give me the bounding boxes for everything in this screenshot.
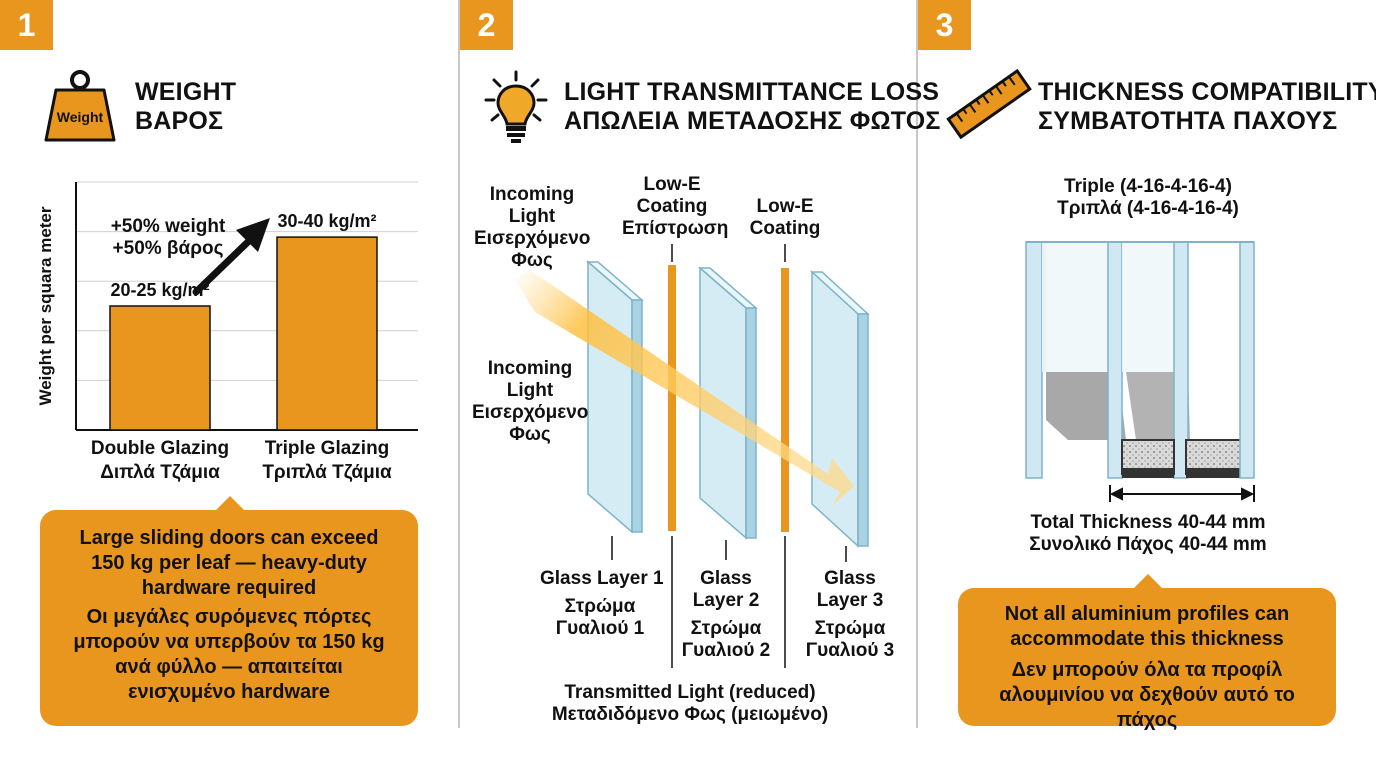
thickness-panel: 3 THICKNESS COMPATIBILITY ΣΥΜΒΑΤΟΤΗΤΑ ΠΑ…: [918, 0, 1376, 768]
bar-1: [109, 305, 211, 431]
weight-annotation: +50% weight +50% βάρος: [98, 216, 238, 260]
category-label-2: Triple Glazing: [265, 438, 390, 459]
increase-arrow: [192, 234, 256, 296]
light-title-en: LIGHT TRANSMITTANCE LOSS: [564, 78, 940, 106]
light-title-gr: ΑΠΩΛΕΙΑ ΜΕΤΑΔΟΣΗΣ ΦΩΤΟΣ: [564, 107, 941, 135]
triple-spec-label: Triple (4-16-4-16-4) Τριπλά (4-16-4-16-4…: [1057, 176, 1239, 219]
thickness-callout-en: Not all aluminium profiles can accommoda…: [1004, 603, 1290, 650]
low-e-coating-1: [668, 265, 676, 531]
glass-layer-3-label: Glass Layer 3 Στρώμα Γυαλιού 3: [805, 568, 895, 661]
glass-layer-1: [585, 260, 645, 534]
thickness-title-en: THICKNESS COMPATIBILITY: [1038, 78, 1376, 106]
data-label-1: 20-25 kg/m²: [110, 280, 209, 300]
weight-bar-chart: Weight per squara meter 20-25 kg/m² Double…: [36, 181, 418, 483]
weight-icon: Weight: [44, 70, 116, 142]
thickness-title-gr: ΣΥΜΒΑΤΟΤΗΤΑ ΠΑΧΟΥΣ: [1038, 107, 1338, 135]
incoming-light-label-top: Incoming Light Εισερχόμενο Φως: [474, 184, 591, 271]
panel-divider-2: [916, 0, 918, 728]
glass-layers-diagram: [515, 244, 870, 668]
weight-title-gr: ΒΑΡΟΣ: [135, 107, 224, 135]
weight-callout: Large sliding doors can exceed 150 kg pe…: [40, 496, 418, 726]
weight-icon-label: Weight: [57, 109, 104, 125]
weight-annotation-gr: +50% βάρος: [112, 238, 224, 259]
category-label-2: Τριπλά Τζάμια: [262, 462, 392, 483]
glass-layer-3: [810, 270, 870, 548]
ruler-icon: [946, 68, 1032, 140]
thickness-callout-gr: Δεν μπορούν όλα τα προφίλ αλουμινίου να …: [999, 659, 1295, 731]
step-badge-3: 3: [918, 0, 971, 50]
incoming-light-label-mid: Incoming Light Εισερχόμενο Φως: [472, 358, 589, 445]
category-label-1: Double Glazing: [91, 438, 229, 459]
step-badge-2: 2: [460, 0, 513, 50]
panel-divider-1: [458, 0, 460, 728]
thickness-title: THICKNESS COMPATIBILITY ΣΥΜΒΑΤΟΤΗΤΑ ΠΑΧΟ…: [1038, 78, 1376, 136]
y-axis-label: Weight per squara meter: [36, 206, 55, 405]
weight-panel: 1 Weight WEIGHT ΒΑΡΟΣ Weight per squara …: [0, 0, 440, 768]
step-badge-1: 1: [0, 0, 53, 50]
low-e-label-1: Low-E Coating Επίστρωση: [622, 174, 729, 239]
weight-callout-gr: Οι μεγάλες συρόμενες πόρτες μπορούν να υ…: [73, 606, 385, 703]
weight-title-en: WEIGHT: [135, 78, 237, 106]
weight-title: WEIGHT ΒΑΡΟΣ: [135, 78, 236, 136]
light-transmittance-panel: 2 LIGHT TRANSMITTANCE LOSS ΑΠΩΛΕΙΑ ΜΕΤΑΔ…: [460, 0, 940, 768]
glass-layer-1-label: Glass Layer 1 Στρώμα Γυαλιού 1: [540, 568, 664, 639]
data-label-2: 30-40 kg/m²: [277, 211, 376, 231]
category-label-1: Διπλά Τζάμια: [100, 462, 220, 483]
increase-arrow-head: [236, 218, 270, 252]
transmitted-light-label: Transmitted Light (reduced) Μεταδιδόμενο…: [551, 682, 829, 725]
total-thickness-label: Total Thickness 40-44 mm Συνολικό Πάχος …: [1029, 512, 1267, 555]
thickness-callout: Not all aluminium profiles can accommoda…: [958, 574, 1336, 731]
low-e-coating-2: [781, 268, 789, 532]
triple-glazing-cross-section: [1025, 241, 1255, 502]
lightbulb-icon: [484, 70, 548, 143]
light-beam: [515, 270, 854, 506]
weight-annotation-en: +50% weight: [110, 216, 226, 237]
light-title: LIGHT TRANSMITTANCE LOSS ΑΠΩΛΕΙΑ ΜΕΤΑΔΟΣ…: [564, 78, 941, 136]
bar-2: [276, 236, 378, 431]
glass-layer-2-label: Glass Layer 2 Στρώμα Γυαλιού 2: [681, 568, 771, 661]
weight-callout-en: Large sliding doors can exceed 150 kg pe…: [79, 527, 379, 599]
low-e-label-2: Low-E Coating: [749, 196, 821, 239]
